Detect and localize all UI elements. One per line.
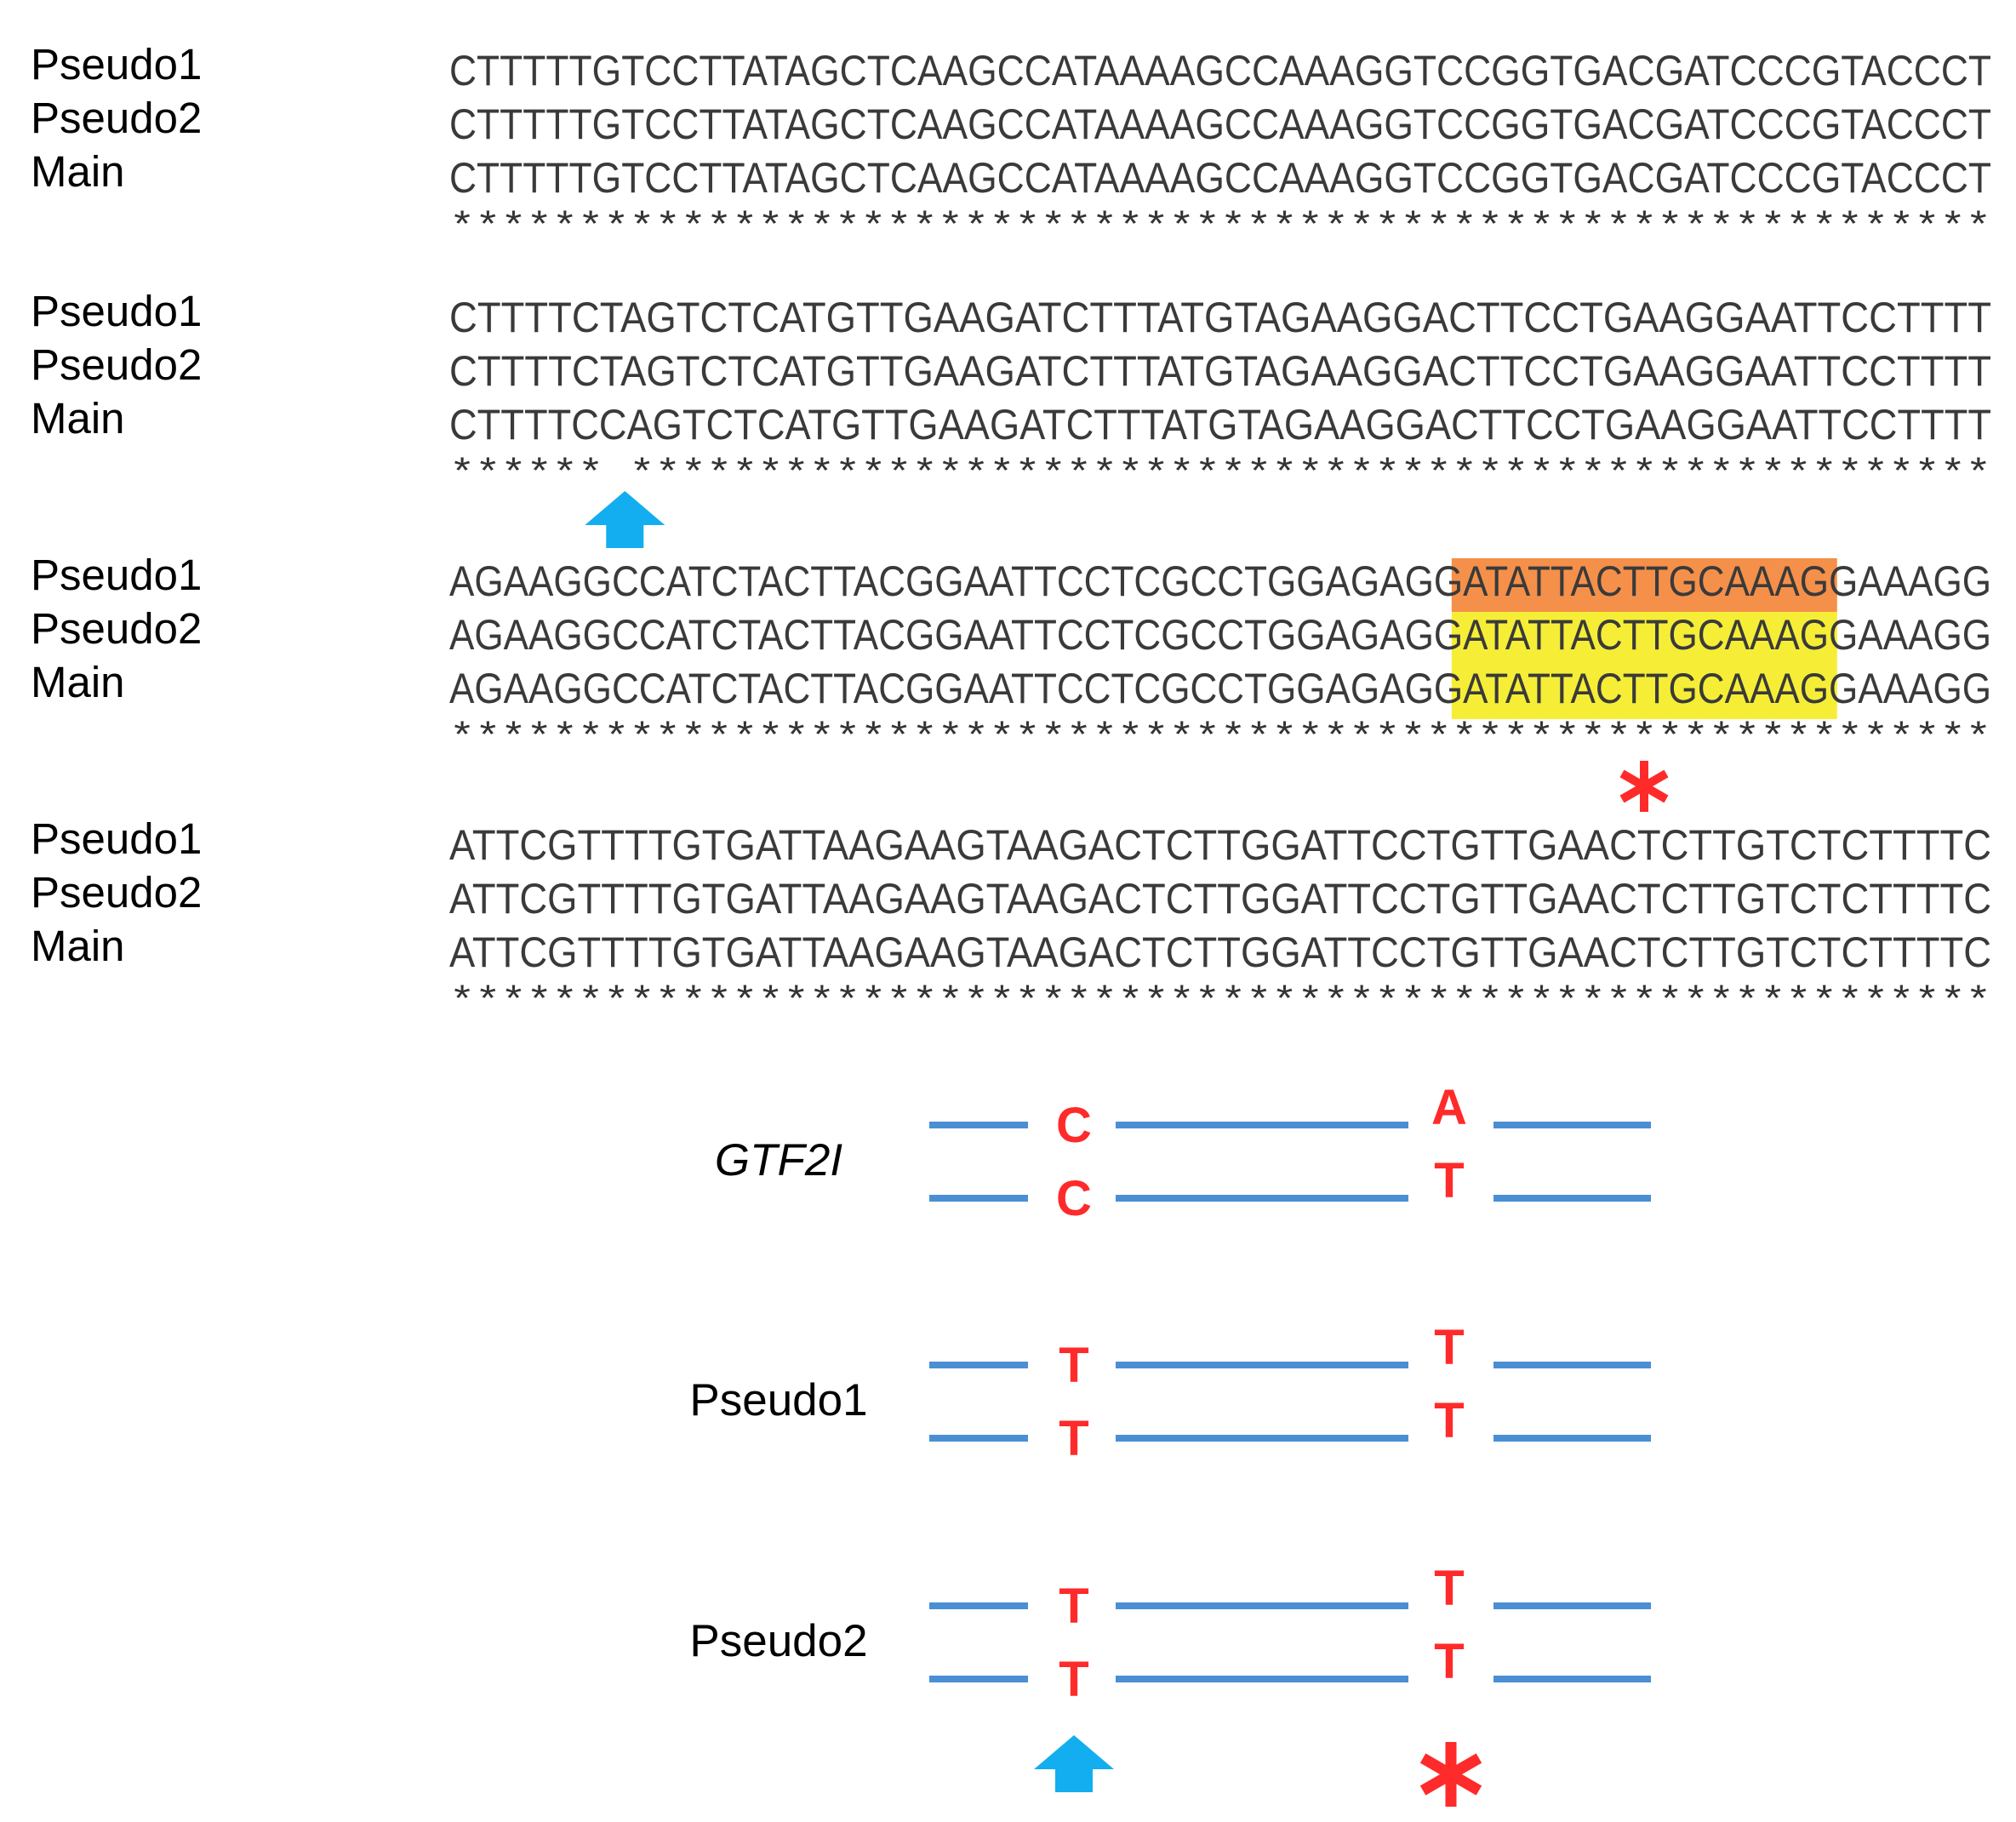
sequence-name: Main [31, 394, 125, 443]
snp-base-left: T [1059, 1652, 1088, 1707]
sequence-name: Pseudo1 [31, 287, 202, 335]
sequence-highlight [1451, 558, 1837, 612]
consensus-line: ****************************************… [449, 981, 1991, 1024]
snp-asterisk-marker-stroke [1419, 1753, 1482, 1796]
haplotype-label: Pseudo1 [689, 1375, 867, 1425]
haplotype-label: Pseudo2 [689, 1616, 867, 1666]
snp-base-right: T [1434, 1153, 1464, 1208]
sequence-name: Pseudo1 [31, 814, 202, 863]
haplotype-group: C A C T GTF2I [715, 1080, 1651, 1226]
sequence-string: CTTTTTGTCCTTATAGCTCAAGCCATAAAAGCCAAAGGTC… [449, 154, 1991, 202]
sequence-highlight [1451, 612, 1837, 665]
sequence-string: CTTTTCCAGTCTCATGTTGAAGATCTTTATGTAGAAGGAC… [449, 401, 1991, 448]
sequence-name: Pseudo2 [31, 340, 202, 389]
sequence-string: CTTTTCTAGTCTCATGTTGAAGATCTTTATGTAGAAGGAC… [449, 347, 1991, 395]
sequence-name: Main [31, 922, 125, 970]
sequence-string: AGAAGGCCATCTACTTACGGAATTCCTCGCCTGGAGAGGA… [449, 557, 1991, 605]
snp-base-left: T [1059, 1579, 1088, 1634]
snp-base-left: C [1056, 1098, 1092, 1153]
snp-base-right: T [1434, 1561, 1464, 1616]
sequence-string: AGAAGGCCATCTACTTACGGAATTCCTCGCCTGGAGAGGA… [449, 665, 1991, 712]
consensus-line: ****************************************… [449, 207, 1991, 249]
snp-arrow-marker [585, 491, 665, 548]
sequence-name: Pseudo1 [31, 551, 202, 599]
sequence-string: CTTTTTGTCCTTATAGCTCAAGCCATAAAAGCCAAAGGTC… [449, 47, 1991, 94]
sequence-name: Pseudo2 [31, 94, 202, 142]
sequence-name: Pseudo1 [31, 40, 202, 89]
snp-base-right: A [1431, 1080, 1467, 1135]
sequence-name: Pseudo2 [31, 868, 202, 917]
consensus-line: ****************************************… [449, 717, 1991, 760]
snp-base-left: T [1059, 1411, 1088, 1466]
snp-base-left: C [1056, 1171, 1092, 1226]
sequence-string: AGAAGGCCATCTACTTACGGAATTCCTCGCCTGGAGAGGA… [449, 611, 1991, 659]
snp-arrow-marker [1034, 1735, 1114, 1792]
snp-asterisk-marker [1419, 1742, 1482, 1807]
snp-base-right: T [1434, 1320, 1464, 1375]
sequence-string: CTTTTTGTCCTTATAGCTCAAGCCATAAAAGCCAAAGGTC… [449, 100, 1991, 148]
consensus-line: ****** *********************************… [449, 454, 1991, 496]
sequence-string: ATTCGTTTTGTGATTAAGAAGTAAGACTCTTGGATTCCTG… [449, 821, 1991, 869]
snp-asterisk-marker-stroke [1619, 769, 1669, 803]
haplotype-label: GTF2I [715, 1135, 842, 1185]
snp-base-right: T [1434, 1393, 1464, 1448]
sequence-highlight [1451, 665, 1837, 719]
sequence-name: Main [31, 658, 125, 706]
snp-asterisk-marker [1619, 761, 1669, 812]
sequence-string: ATTCGTTTTGTGATTAAGAAGTAAGACTCTTGGATTCCTG… [449, 875, 1991, 922]
snp-base-left: T [1059, 1338, 1088, 1393]
sequence-name: Main [31, 147, 125, 196]
sequence-name: Pseudo2 [31, 604, 202, 653]
sequence-string: CTTTTCTAGTCTCATGTTGAAGATCTTTATGTAGAAGGAC… [449, 294, 1991, 341]
sequence-string: ATTCGTTTTGTGATTAAGAAGTAAGACTCTTGGATTCCTG… [449, 928, 1991, 976]
snp-base-right: T [1434, 1634, 1464, 1689]
